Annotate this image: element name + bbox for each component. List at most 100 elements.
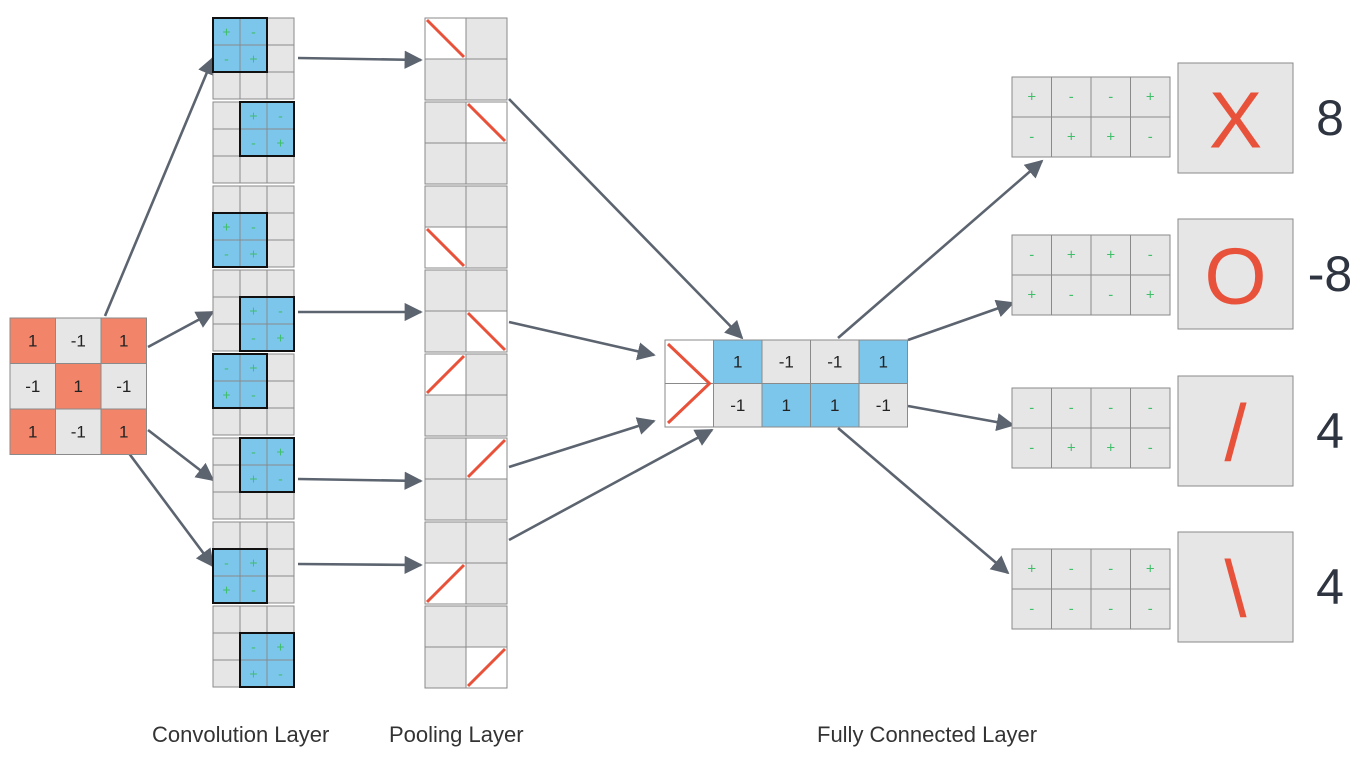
- conv-sign: +: [249, 51, 257, 67]
- weight-sign: +: [1146, 89, 1155, 106]
- conv-cell: [266, 632, 295, 661]
- pool-cell: [424, 646, 467, 689]
- conv-window-outline: [212, 548, 268, 604]
- conv-sign: -: [251, 135, 256, 151]
- fc-cell-value: -1: [730, 396, 745, 415]
- fc-cell: [810, 383, 860, 428]
- conv-sign: +: [276, 444, 284, 460]
- conv-cell: [212, 155, 241, 184]
- conv-cell: [266, 44, 295, 73]
- conv-sign: +: [249, 555, 257, 571]
- fc-cell-value: -1: [876, 396, 891, 415]
- conv-sign: +: [222, 24, 230, 40]
- conv-sign: +: [249, 471, 257, 487]
- weight-cell: [1051, 588, 1092, 630]
- weight-sign: +: [1146, 287, 1155, 304]
- class-symbol: O: [1204, 232, 1266, 321]
- weight-sign: -: [1069, 89, 1074, 106]
- pool-feature-map: [424, 521, 508, 605]
- conv-cell: [239, 491, 268, 520]
- input-cell: [100, 408, 147, 455]
- weight-cell: [1051, 274, 1092, 316]
- conv-cell: [266, 101, 295, 130]
- conv-cell: [266, 521, 295, 550]
- pool-cell: [424, 101, 467, 144]
- conv-feature-map: -++-: [212, 353, 295, 436]
- weight-sign: -: [1108, 89, 1113, 106]
- class-symbol-box: [1177, 218, 1294, 330]
- input-cell-value: 1: [28, 331, 37, 350]
- connection-arrow: [147, 428, 215, 482]
- pool-cell: [465, 58, 508, 101]
- pool-cell: [424, 478, 467, 521]
- weight-sign: +: [1027, 287, 1036, 304]
- class-symbol-box: [1177, 531, 1294, 643]
- conv-sign: +: [249, 303, 257, 319]
- fc-cell-value: 1: [733, 352, 742, 371]
- input-cell-value: 1: [28, 422, 37, 441]
- fc-cell-value: 1: [879, 352, 888, 371]
- weight-sign: +: [1146, 561, 1155, 578]
- conv-cell: [239, 71, 268, 100]
- pool-slash-stroke: [425, 563, 466, 604]
- conv-sign: -: [251, 639, 256, 655]
- fc-cell-value: -1: [827, 352, 842, 371]
- conv-cell: [239, 155, 268, 184]
- class-symbol: \: [1224, 545, 1247, 634]
- conv-cell: [212, 521, 241, 550]
- input-cell: [55, 408, 102, 455]
- pool-cell: [424, 605, 467, 648]
- conv-cell: [212, 71, 241, 100]
- pool-cell: [424, 58, 467, 101]
- input-cell: [55, 363, 102, 410]
- conv-feature-map: -++-: [212, 521, 295, 604]
- connection-arrow: [907, 404, 1015, 432]
- weight-cell: [1130, 588, 1171, 630]
- conv-sign: -: [224, 51, 229, 67]
- conv-sign: +: [276, 135, 284, 151]
- input-cell-value: -1: [71, 422, 86, 441]
- conv-cell: [266, 605, 295, 634]
- weight-sign: -: [1148, 247, 1153, 264]
- weight-sign: -: [1148, 601, 1153, 618]
- weight-sign: -: [1069, 400, 1074, 417]
- weight-sign: -: [1148, 400, 1153, 417]
- weight-sign: +: [1067, 129, 1076, 146]
- conv-cell: [212, 185, 241, 214]
- weight-sign: -: [1108, 601, 1113, 618]
- connection-arrow: [837, 427, 1010, 575]
- conv-sign: +: [276, 639, 284, 655]
- conv-cell: [266, 239, 295, 268]
- pool-cell: [424, 521, 467, 564]
- weight-sign: +: [1027, 89, 1036, 106]
- weight-cell: [1011, 76, 1052, 118]
- pool-feature-map: [424, 605, 508, 689]
- class-symbol: X: [1209, 76, 1262, 165]
- conv-sign: -: [278, 666, 283, 682]
- weight-sign: -: [1108, 400, 1113, 417]
- conv-cell: [212, 632, 241, 661]
- conv-cell: [266, 407, 295, 436]
- weight-cell: [1130, 548, 1171, 590]
- conv-cell: [212, 407, 241, 436]
- conv-sign: -: [224, 360, 229, 376]
- conv-window-outline: [239, 101, 295, 157]
- input-cell-value: 1: [119, 331, 128, 350]
- input-cell: [9, 408, 56, 455]
- conv-cell: [212, 659, 241, 688]
- conv-cell: [239, 464, 268, 493]
- pool-slash-stroke: [425, 354, 466, 395]
- class-score: 8: [1316, 90, 1344, 146]
- conv-cell: [266, 269, 295, 298]
- pool-backslash-stroke: [425, 18, 466, 59]
- pool-cell: [465, 226, 508, 269]
- weight-cell: [1130, 387, 1171, 429]
- fc-cell: [810, 339, 860, 384]
- fc-cell: [858, 383, 908, 428]
- pool-slash-stroke: [466, 647, 507, 688]
- conv-feature-map: -++-: [212, 437, 295, 520]
- weight-sign: -: [1029, 400, 1034, 417]
- weight-cell: [1130, 234, 1171, 276]
